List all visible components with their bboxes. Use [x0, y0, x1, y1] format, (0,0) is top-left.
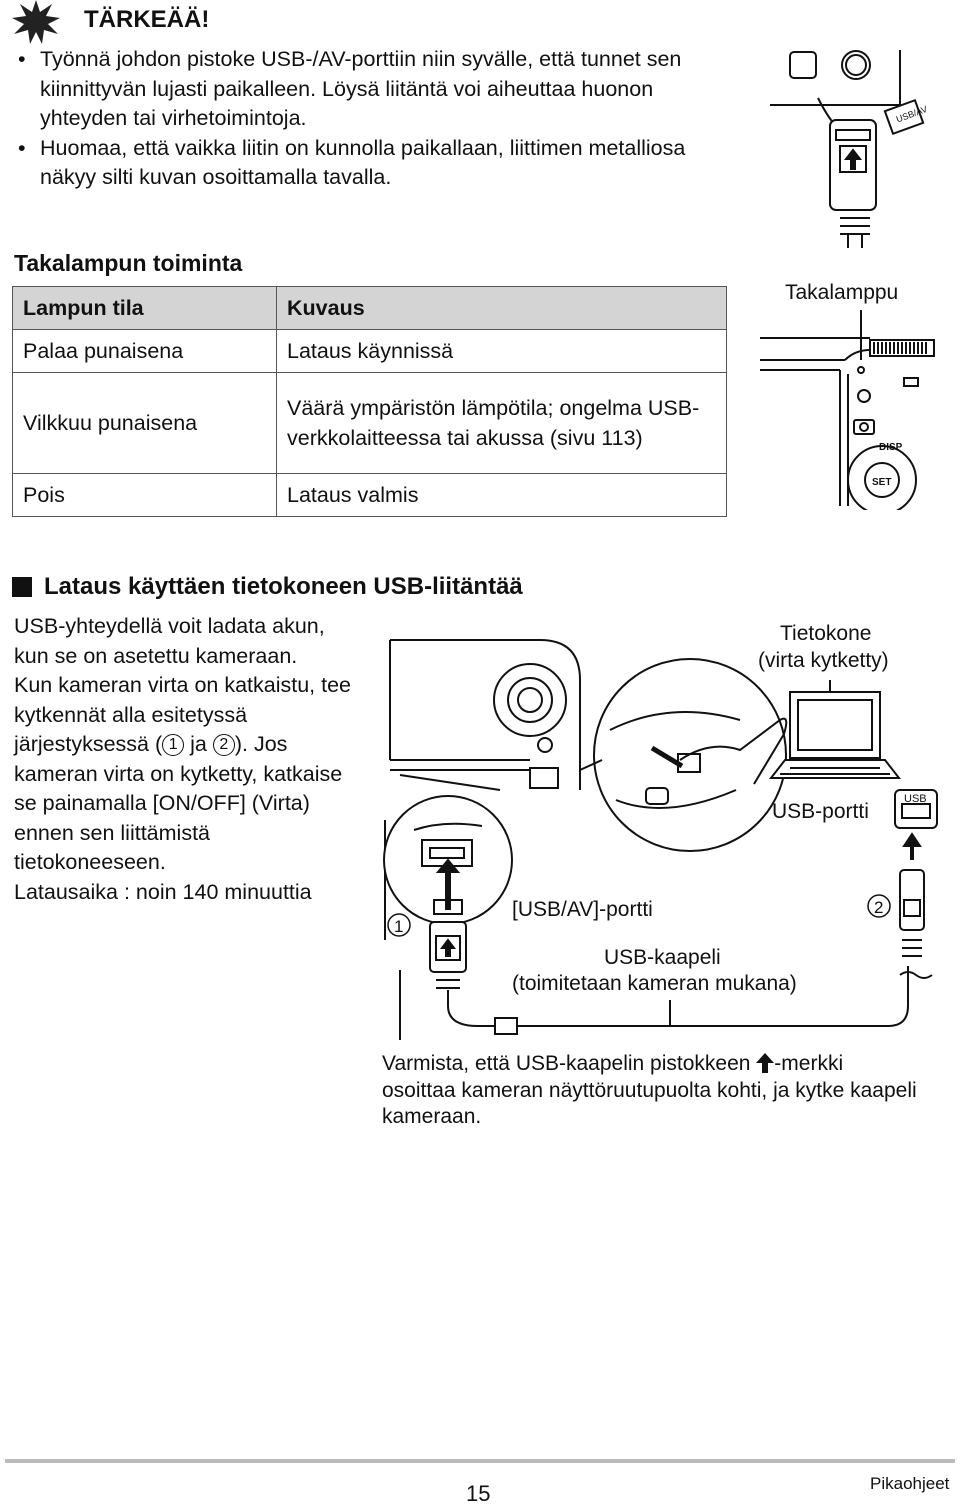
warning-bullet: Työnnä johdon pistoke USB-/AV-porttiin n… [18, 45, 708, 134]
disp-label: DISP [879, 442, 903, 453]
step-2-marker-icon [867, 894, 891, 918]
table-cell: Palaa punaisena [12, 329, 277, 373]
backlamp-heading: Takalampun toiminta [14, 250, 243, 276]
step-1-number: 1 [394, 917, 403, 936]
warning-title: TÄRKEÄÄ! [84, 6, 210, 33]
note-part: -merkki osoittaa kameran näyttöruutupuol… [382, 1052, 917, 1128]
usb-paragraph-part: Kun kameran virta on katkaistu, tee kytk… [14, 673, 352, 756]
set-button-label: SET [872, 477, 891, 488]
step-2-icon: 2 [212, 734, 235, 757]
table-header: Lampun tila [12, 286, 277, 330]
step-1-icon: 1 [162, 734, 185, 757]
usb-section-heading-text: Lataus käyttäen tietokoneen USB-liitäntä… [44, 573, 523, 600]
step-2-number: 2 [874, 898, 883, 917]
usb-paragraph-part: ). Jos kameran virta on kytketty, katkai… [14, 732, 343, 874]
backlamp-label: Takalamppu [785, 281, 899, 304]
table-header: Kuvaus [276, 286, 727, 330]
usb-badge-text: USB [904, 793, 927, 805]
charging-time: Latausaika : noin 140 minuuttia [14, 879, 312, 904]
usb-paragraph: Kun kameran virta on katkaistu, tee kytk… [14, 671, 364, 878]
usb-instructions: USB-yhteydellä voit ladata akun, kun se … [14, 612, 364, 907]
section-name: Pikaohjeet [870, 1474, 950, 1493]
burst-warning-icon [12, 0, 60, 44]
step-1-marker-icon [387, 913, 411, 937]
usb-cable-label: USB-kaapeli [604, 946, 721, 969]
computer-label-2: (virta kytketty) [758, 649, 889, 672]
table-cell: Lataus valmis [276, 473, 727, 517]
usb-section-heading: Lataus käyttäen tietokoneen USB-liitäntä… [12, 573, 523, 601]
table-header-row: Lampun tila Kuvaus [12, 286, 727, 330]
warning-bullet: Huomaa, että vaikka liitin on kunnolla p… [18, 134, 708, 193]
backlamp-table: Lampun tila Kuvaus Palaa punaisena Latau… [12, 286, 727, 517]
usb-paragraph: USB-yhteydellä voit ladata akun, kun se … [14, 614, 325, 668]
table-row: Vilkkuu punaisena Väärä ympäristön lämpö… [12, 372, 727, 474]
usb-port-label: USB-portti [772, 800, 869, 823]
page-number: 15 [466, 1481, 491, 1506]
table-cell: Pois [12, 473, 277, 517]
table-cell: Vilkkuu punaisena [12, 372, 277, 474]
footer-rule [5, 1459, 955, 1463]
note-part: Varmista, että USB-kaapelin pistokkeen [382, 1052, 757, 1075]
arrow-up-icon [756, 1053, 775, 1073]
table-cell: Lataus käynnissä [276, 329, 727, 373]
table-row: Pois Lataus valmis [12, 473, 727, 517]
usb-plug-illustration: USB/AV [770, 50, 929, 248]
usb-cable-label-2: (toimitetaan kameran mukana) [512, 972, 797, 995]
usb-paragraph-part: ja [184, 732, 213, 756]
usbav-port-label: [USB/AV]-portti [512, 898, 653, 921]
computer-label: Tietokone [780, 622, 871, 645]
table-row: Palaa punaisena Lataus käynnissä [12, 329, 727, 373]
camera-back-illustration: DISP SET [760, 310, 935, 510]
usb-connection-illustration: Tietokone (virta kytketty) USB-portti US… [383, 622, 938, 1040]
square-bullet-icon [12, 577, 32, 597]
warning-bullets: Työnnä johdon pistoke USB-/AV-porttiin n… [18, 45, 708, 193]
table-cell: Väärä ympäristön lämpötila; ongelma USB-… [276, 372, 727, 474]
plug-orientation-note: Varmista, että USB-kaapelin pistokkeen -… [382, 1051, 922, 1131]
